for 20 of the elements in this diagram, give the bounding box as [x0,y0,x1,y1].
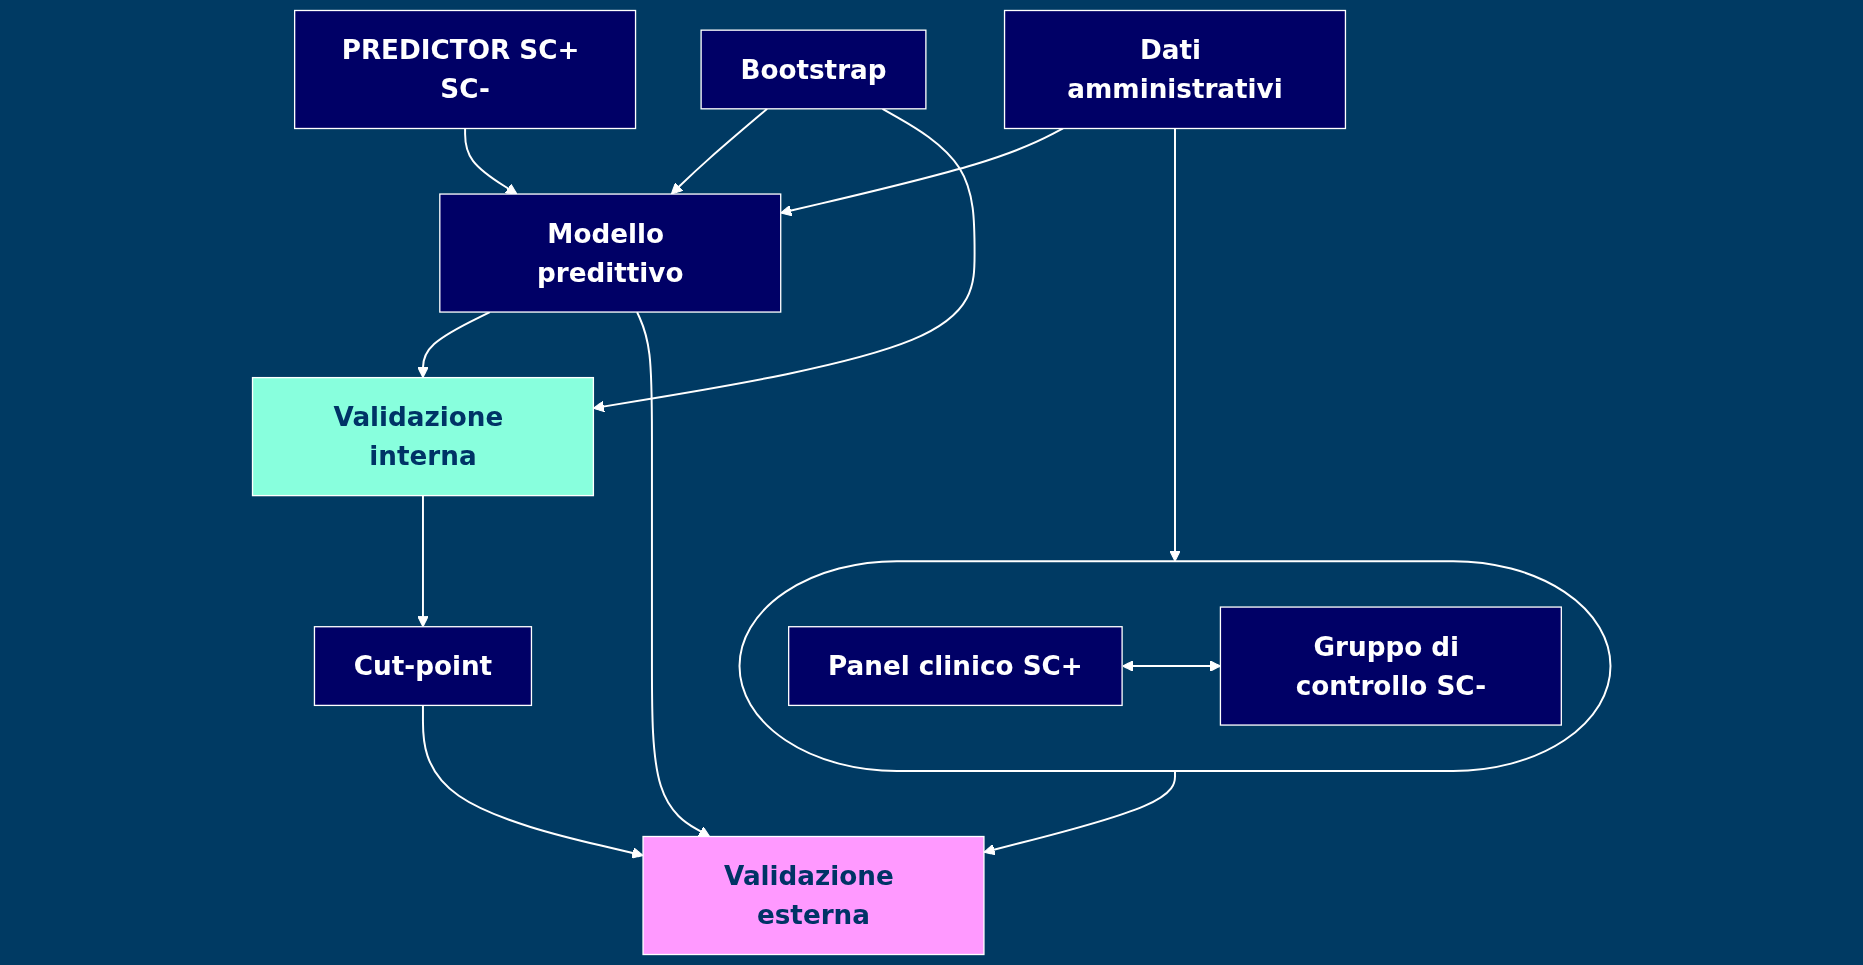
cluster [738,560,1612,772]
arrow [421,704,644,859]
node-box: Bootstrap [700,29,927,110]
arrow [1169,127,1181,562]
node-box: PREDICTOR SC+ SC- [294,9,637,130]
arrow [417,494,429,628]
node-box: Dati amministrativi [1003,9,1347,130]
node-box: Modello predittivo [439,193,782,313]
arrow [670,107,769,195]
node-box: Cut-point [313,626,533,707]
arrow [464,127,518,195]
arrow [983,769,1176,856]
node-box: Panel clinico SC+ [788,626,1123,707]
arrow [417,311,491,379]
arrow [636,311,711,838]
node-box: Validazione esterna [642,835,985,956]
arrow [780,127,1064,217]
node-box: Gruppo di controllo SC- [1219,606,1562,726]
arrow [1122,660,1221,672]
node-box: Validazione interna [251,376,595,497]
